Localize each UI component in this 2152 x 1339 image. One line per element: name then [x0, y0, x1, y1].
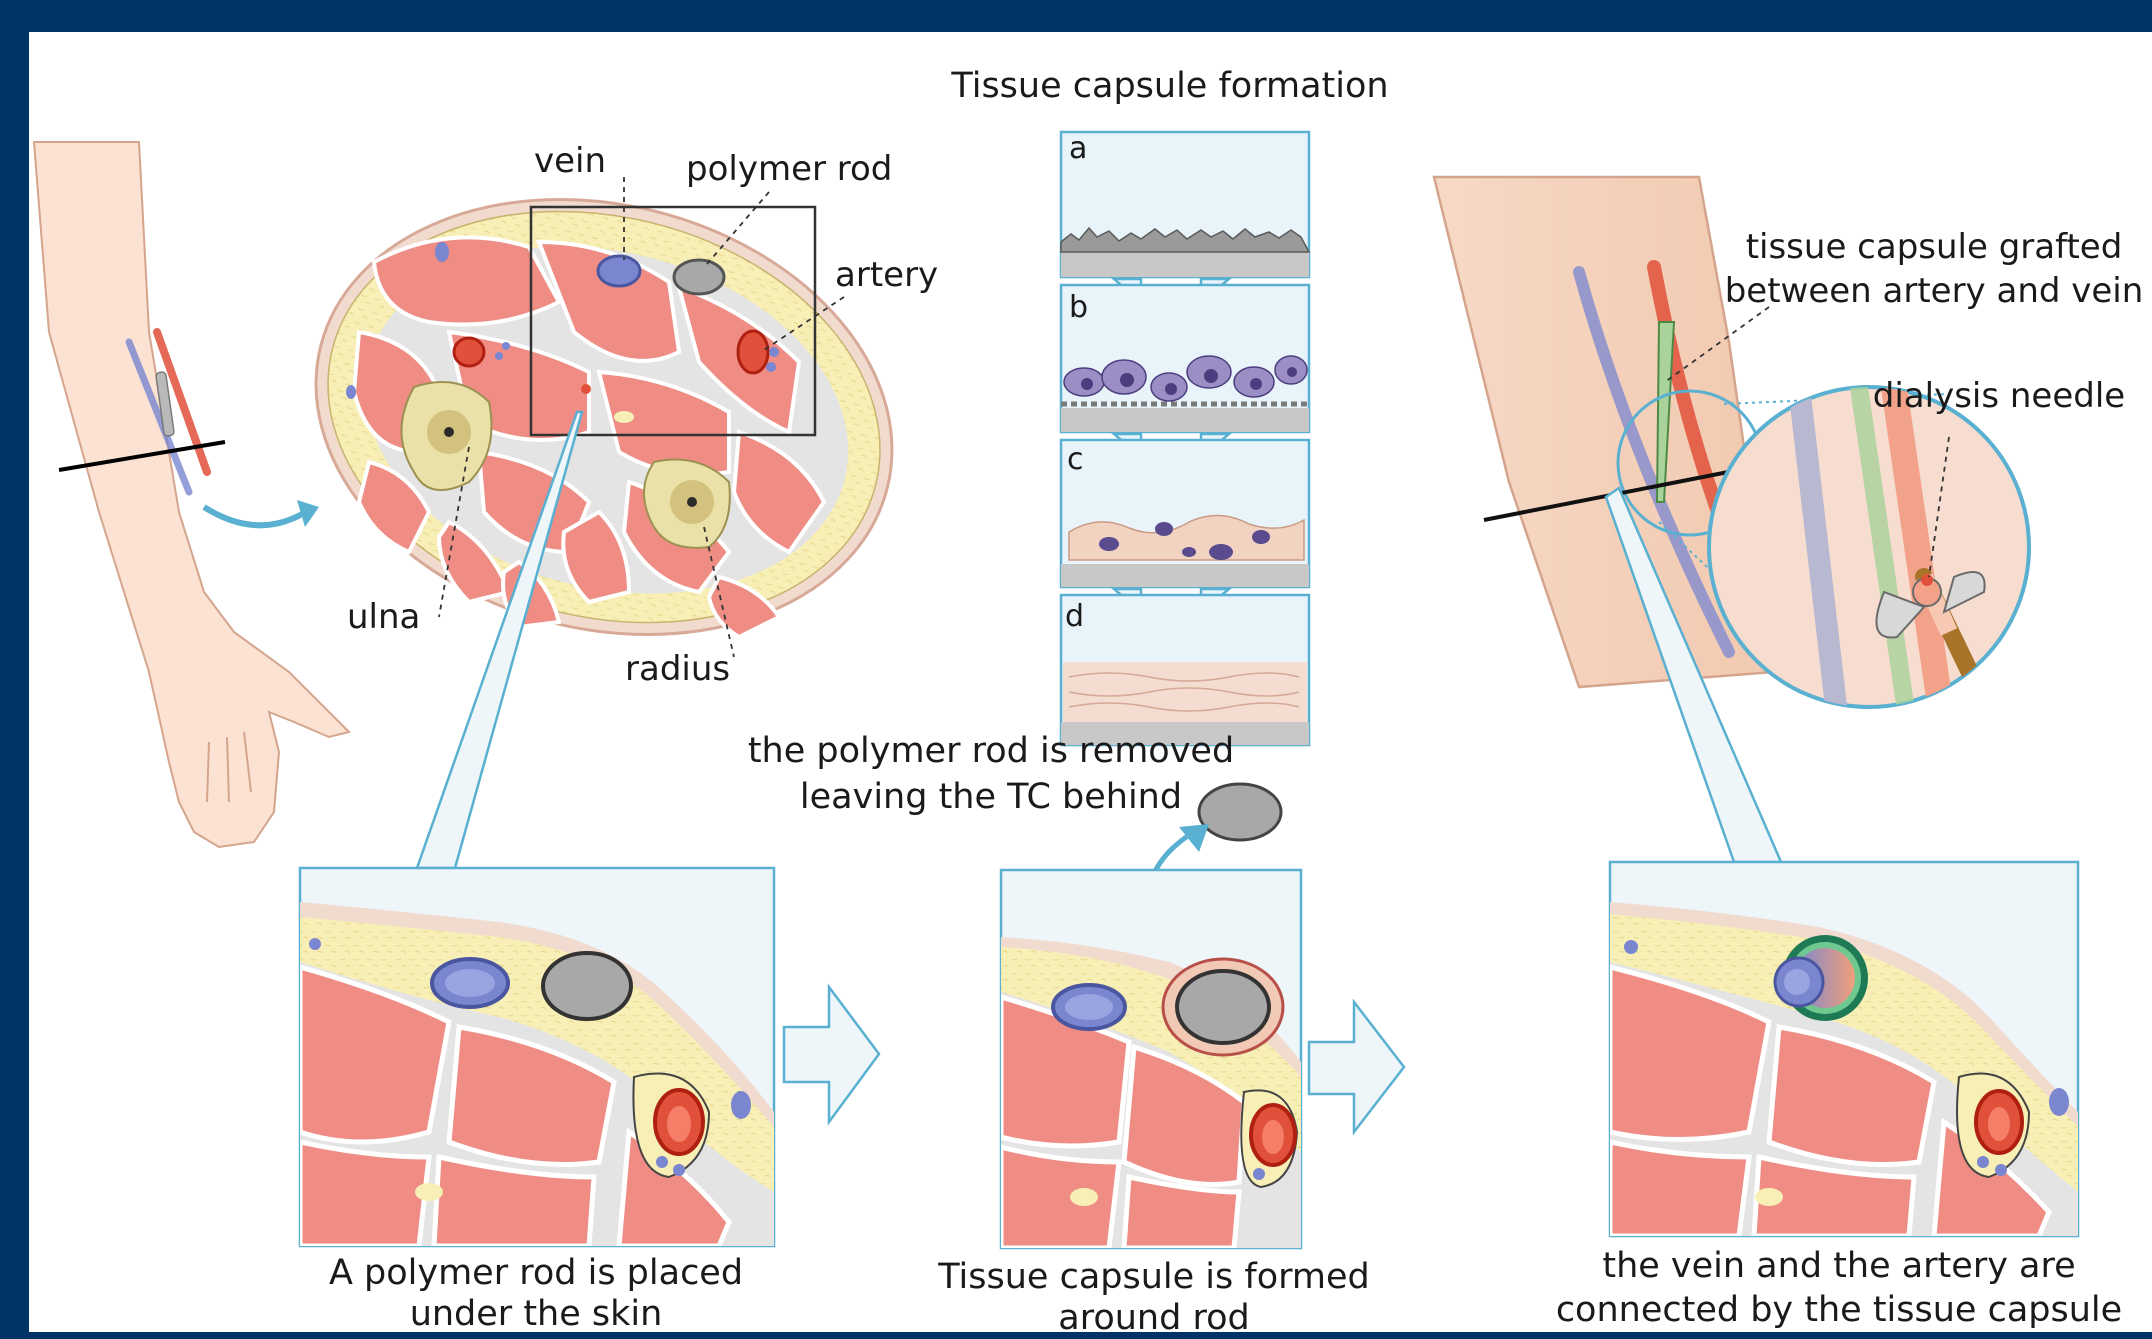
tc-step-d: d [1061, 595, 1309, 745]
tc-step-c: c [1061, 440, 1309, 587]
caption-panel3-line2: connected by the tissue capsule [1556, 1290, 2122, 1330]
label-vein: vein [534, 141, 606, 181]
removed-rod [1199, 784, 1281, 840]
tissue-capsule-title: Tissue capsule formation [950, 66, 1388, 106]
left-arm-illustration [34, 142, 349, 847]
step-a-label: a [1069, 131, 1087, 166]
arrow-panel1-to-panel2 [784, 987, 879, 1122]
caption-panel2-line1: Tissue capsule is formed [937, 1257, 1369, 1297]
caption-panel1-line1: A polymer rod is placed [329, 1253, 743, 1293]
step-b-label: b [1069, 290, 1088, 325]
step-d-label: d [1065, 599, 1084, 634]
caption-panel3-line1: the vein and the artery are [1602, 1246, 2075, 1286]
diagram-canvas: vein polymer rod artery ulna radius Tiss… [29, 32, 2152, 1332]
tc-step-b: b [1061, 285, 1309, 432]
diagram-svg: vein polymer rod artery ulna radius Tiss… [29, 32, 2152, 1332]
removal-text-line1: the polymer rod is removed [748, 731, 1234, 771]
label-graft-line2: between artery and vein [1725, 271, 2144, 311]
label-polymer-rod: polymer rod [686, 149, 892, 189]
label-graft-line1: tissue capsule grafted [1746, 227, 2123, 267]
label-ulna: ulna [347, 597, 420, 637]
panel-vessels-connected [1610, 862, 2078, 1236]
label-dialysis-needle: dialysis needle [1873, 376, 2125, 416]
caption-panel2-line2: around rod [1058, 1298, 1249, 1332]
step-c-label: c [1067, 442, 1084, 477]
panel-capsule-formed [1001, 870, 1301, 1248]
removal-text-line2: leaving the TC behind [800, 777, 1182, 817]
caption-panel1-line2: under the skin [410, 1294, 663, 1332]
label-artery: artery [835, 255, 938, 295]
label-radius: radius [625, 649, 730, 689]
tc-step-a: a [1061, 131, 1309, 277]
panel-rod-placed [300, 868, 774, 1246]
arrow-panel2-to-panel3 [1309, 1002, 1404, 1132]
